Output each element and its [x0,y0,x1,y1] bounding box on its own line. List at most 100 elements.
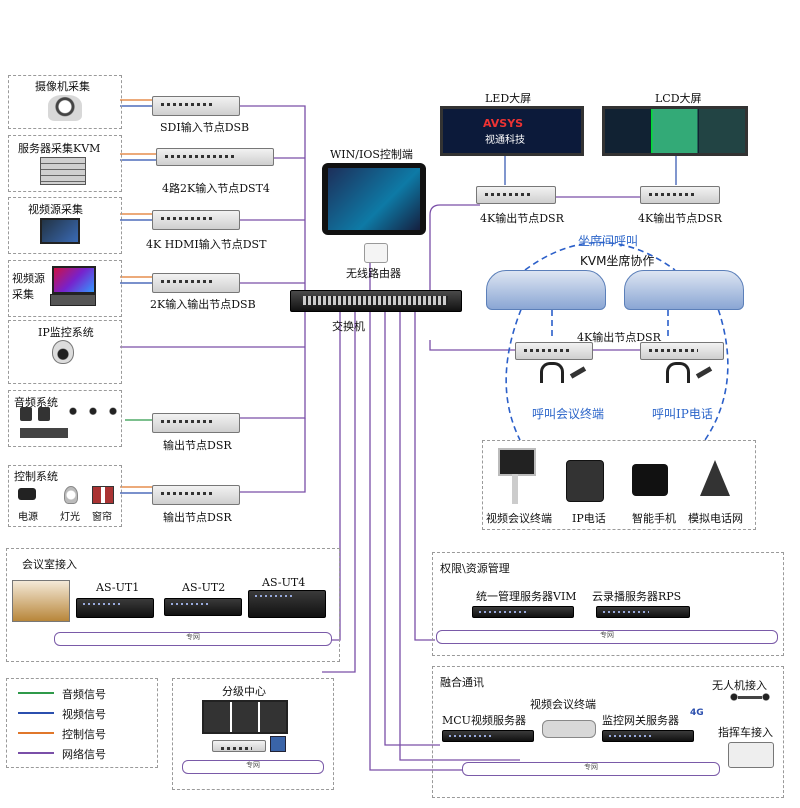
call-ip-label: 呼叫IP电话 [652,407,713,421]
kvm-group [8,135,122,192]
headset-icon [666,362,690,383]
auth-title: 权限\资源管理 [440,562,510,575]
camera-title: 摄像机采集 [35,80,90,93]
ip-monitor-group [8,320,122,384]
microphone-icon [68,407,118,421]
as-ut2-device [164,598,242,616]
terminal-label-4: 模拟电话网 [688,512,743,525]
as-ut4-device [248,590,326,618]
led-wall: AVSYS 视通科技 [440,106,584,156]
switch-ports [303,296,448,305]
legend-group [6,678,158,768]
audio-node-label: 输出节点DSR [163,439,232,452]
fusion-pipe-label: 专网 [584,763,598,771]
router-label: 无线路由器 [346,267,401,280]
cmdcar-label: 指挥车接入 [718,726,773,739]
ip-monitor-title: IP监控系统 [38,326,94,339]
control-group [8,465,122,527]
network-switch [290,290,462,312]
power-plug-icon [18,488,36,500]
fusion-group [432,666,784,798]
smartphone-icon [632,464,668,496]
auth-pipe-label: 专网 [600,631,614,639]
led-output-node [476,186,556,204]
drone-icon [730,692,770,702]
amplifier-icon [20,428,68,438]
wireless-router-icon [364,243,388,263]
terminals-group [482,440,756,530]
legend-line-audio [18,692,54,694]
meeting-room-photo [12,580,70,622]
led-brand-sub: 视通科技 [485,135,525,146]
terminal-stand-icon [512,474,518,504]
meeting-title: 会议室接入 [22,558,77,571]
branch-pipe-label: 专网 [246,761,260,769]
vconf-camera [542,720,596,738]
legend-line-network [18,752,54,754]
lcd-output-node [640,186,720,204]
speaker-icon [38,407,50,421]
legend-network-label: 网络信号 [62,748,106,761]
legend-audio-label: 音频信号 [62,688,106,701]
auth-group [432,552,784,656]
meeting-group [6,548,340,662]
video-source2-title2: 采集 [12,288,34,301]
player-icon [50,294,96,306]
fusion-title: 融合通讯 [440,676,484,689]
rps-label: 云录播服务器RPS [592,590,682,603]
dst4-input-node [156,148,274,166]
hdmi-input-node [152,210,240,230]
video-conference-terminal-icon [498,448,536,476]
legend-line-control [18,732,54,734]
audio-title: 音频系统 [14,396,58,409]
tablet-screen [328,168,420,230]
meeting-device-2-label: AS-UT2 [182,581,226,594]
camera-group [8,75,122,129]
dsb-io-node [152,273,240,293]
mcu-label: MCU视频服务器 [442,714,526,727]
vim-label: 统一管理服务器VIM [476,590,577,603]
hdmi-node-label: 4K HDMI输入节点DST [146,238,267,251]
ip-phone-icon [566,460,604,502]
dst4-node-label: 4路2K输入节点DST4 [162,182,270,195]
speaker-icon [20,407,32,421]
fourg-icon: 4G [690,708,704,718]
control-output-node [152,485,240,505]
branch-group [172,678,334,790]
branch-pc-icon [270,736,286,752]
server-icon [40,157,86,185]
tv-icon [40,218,80,244]
auth-private-network: 专网 [436,630,778,644]
led-node-label: 4K输出节点DSR [480,212,564,225]
video-source2-group [8,260,122,317]
seat-desk-left [486,270,606,310]
terminal-label-1: 视频会议终端 [486,512,552,525]
meeting-pipe-label: 专网 [186,633,200,641]
headset-icon [540,362,564,383]
vconf-label: 视频会议终端 [530,698,596,711]
seat-output-node-right [640,342,724,360]
audio-group [8,390,122,447]
curtain-label: 窗帘 [92,512,112,523]
legend-control-label: 控制信号 [62,728,106,741]
sdi-input-node [152,96,240,116]
meeting-private-network: 专网 [54,632,332,646]
lcd-node-label: 4K输出节点DSR [638,212,722,225]
branch-node [212,740,266,752]
seat-call-label: 坐席间呼叫 [578,234,639,248]
legend-video-label: 视频信号 [62,708,106,721]
controller-label: WIN/IOS控制端 [330,148,413,161]
seat-output-node-left [515,342,593,360]
branch-private-network: 专网 [182,760,324,774]
light-bulb-icon [64,486,78,504]
call-conf-label: 呼叫会议终端 [532,407,605,421]
seat-desk-right [624,270,744,310]
lcd-wall [602,106,748,156]
legend-line-video [18,712,54,714]
ptz-camera-icon [48,95,82,121]
terminal-label-2: IP电话 [572,512,606,525]
curtain-icon [92,486,114,504]
branch-title: 分级中心 [222,685,266,698]
lcd-title: LCD大屏 [655,92,702,105]
